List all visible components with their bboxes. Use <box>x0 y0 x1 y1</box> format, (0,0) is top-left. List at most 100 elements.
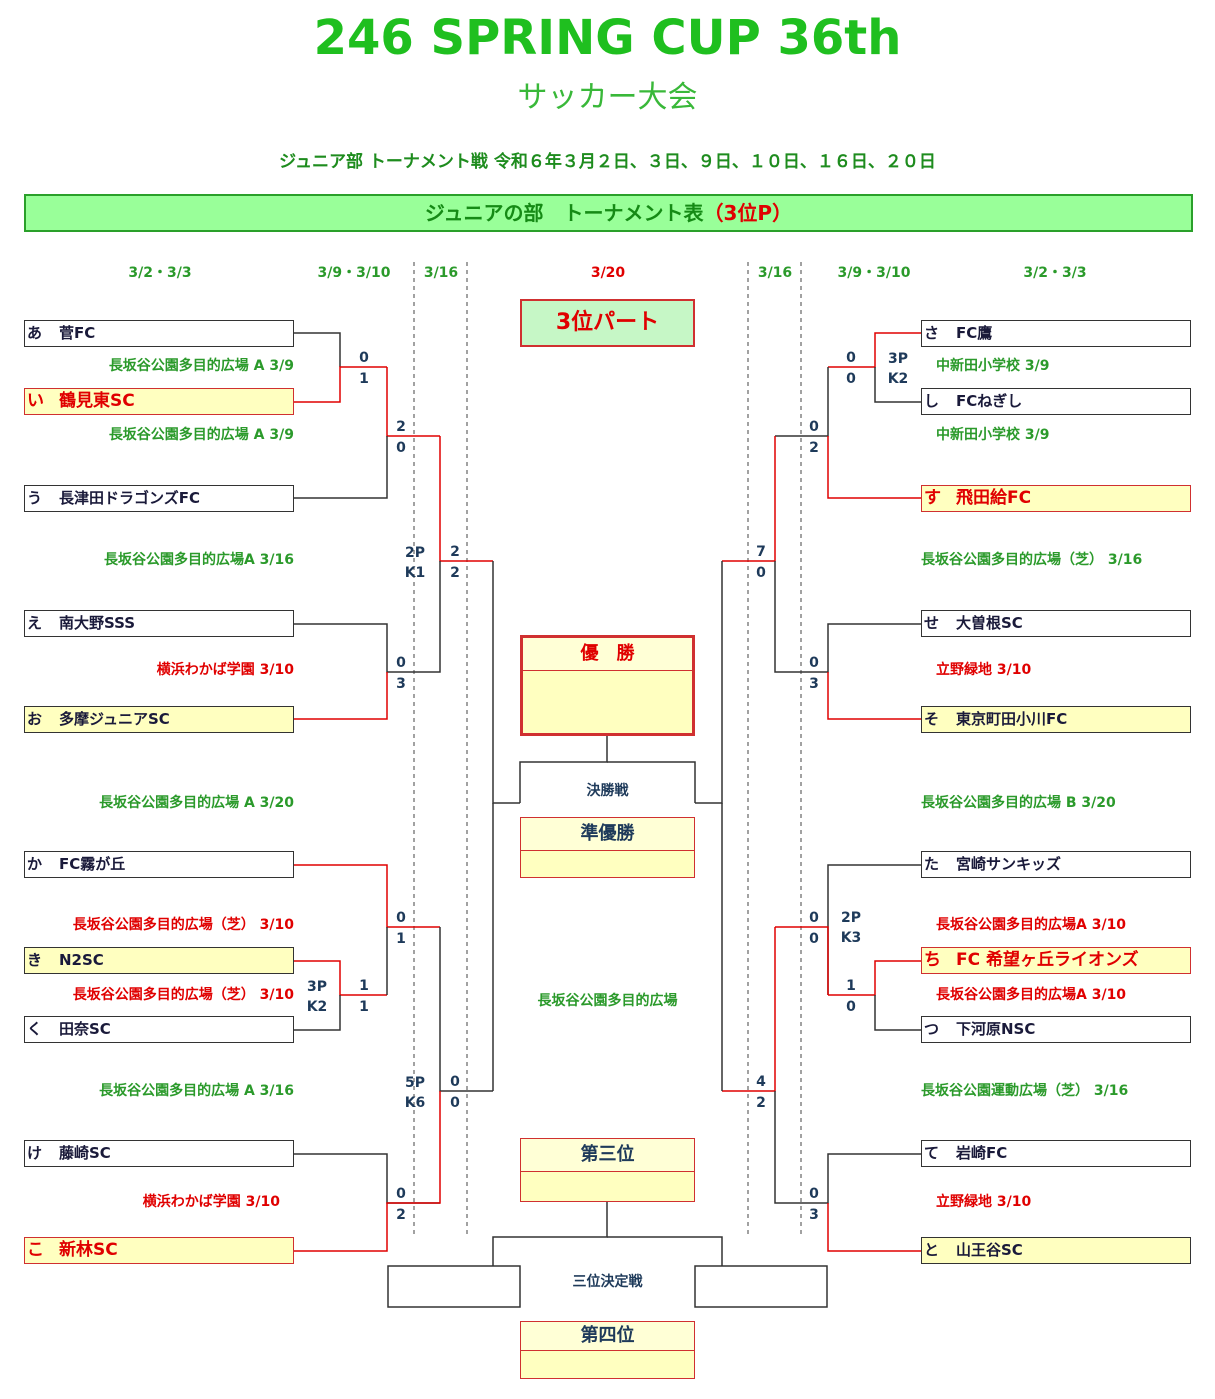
pk-result: K1 <box>404 565 426 581</box>
venue-left: 長坂谷公園多目的広場 A 3/9 <box>108 427 294 443</box>
pk-result: K2 <box>306 999 328 1015</box>
score: 7 <box>756 544 766 560</box>
round-header-left-r1: 3/2・3/3 <box>128 265 192 281</box>
round-header-left-r2: 3/9・3/10 <box>317 265 391 281</box>
score: 0 <box>809 910 819 926</box>
score: 0 <box>846 350 856 366</box>
runner-up-label: 準優勝 <box>521 818 694 851</box>
score: 4 <box>756 1074 766 1090</box>
score: 0 <box>809 1186 819 1202</box>
team-right-so: そ東京町田小川FC <box>921 706 1191 733</box>
team-right-te: て岩崎FC <box>921 1140 1191 1167</box>
score: 0 <box>396 910 406 926</box>
third-place-match-label: 三位決定戦 <box>572 1274 643 1290</box>
pk-result: 3P <box>306 979 327 995</box>
team-right-ta: た宮崎サンキッズ <box>921 851 1191 878</box>
round-header-right-r2: 3/9・3/10 <box>837 265 911 281</box>
venue-left: 横浜わかば学園 3/10 <box>156 662 294 678</box>
score: 0 <box>846 371 856 387</box>
score: 0 <box>450 1095 460 1111</box>
score: 0 <box>756 565 766 581</box>
score: 0 <box>809 419 819 435</box>
venue-right: 長坂谷公園多目的広場 B 3/20 <box>921 795 1116 811</box>
center-venue: 長坂谷公園多目的広場 <box>537 993 678 1009</box>
team-left-i: い鶴見東SC <box>24 388 294 415</box>
team-left-u: う長津田ドラゴンズFC <box>24 485 294 512</box>
score: 1 <box>846 978 856 994</box>
venue-right: 長坂谷公園多目的広場（芝） 3/16 <box>921 552 1143 568</box>
score: 0 <box>359 350 369 366</box>
pk-result: 5P <box>404 1075 425 1091</box>
score: 0 <box>450 1074 460 1090</box>
champion-label: 優 勝 <box>523 638 692 671</box>
venue-left: 長坂谷公園多目的広場（芝） 3/10 <box>72 987 294 1003</box>
final-label: 決勝戦 <box>586 783 629 799</box>
team-left-o: お多摩ジュニアSC <box>24 706 294 733</box>
venue-left: 長坂谷公園多目的広場（芝） 3/10 <box>72 917 294 933</box>
round-header-left-r3: 3/16 <box>423 265 459 281</box>
score: 2 <box>450 565 460 581</box>
pk-result: 2P <box>404 545 425 561</box>
score: 2 <box>450 544 460 560</box>
score: 1 <box>359 371 369 387</box>
venue-left: 横浜わかば学園 3/10 <box>142 1194 280 1210</box>
part-label: 3位パート <box>520 299 695 347</box>
banner-main-text: ジュニアの部 トーナメント表 <box>424 201 704 225</box>
pk-result: K6 <box>404 1095 426 1111</box>
pk-result: K3 <box>840 930 862 946</box>
score: 3 <box>809 1207 819 1223</box>
banner-red-text: （3位P） <box>703 201 793 225</box>
page-title: 246 SPRING CUP 36th <box>313 10 902 66</box>
champion-box: 優 勝 <box>520 635 695 736</box>
score: 0 <box>846 999 856 1015</box>
schedule-line: ジュニア部 トーナメント戦 令和６年３月２日、３日、９日、１０日、１６日、２０日 <box>279 152 936 172</box>
venue-right: 長坂谷公園運動広場（芝） 3/16 <box>921 1083 1129 1099</box>
pk-result: K2 <box>887 371 909 387</box>
score: 2 <box>809 440 819 456</box>
venue-left: 長坂谷公園多目的広場A 3/16 <box>103 552 294 568</box>
score: 2 <box>756 1095 766 1111</box>
venue-right: 長坂谷公園多目的広場A 3/10 <box>936 987 1127 1003</box>
venue-right: 長坂谷公園多目的広場A 3/10 <box>936 917 1127 933</box>
team-left-e: え南大野SSS <box>24 610 294 637</box>
team-left-ko: こ新林SC <box>24 1237 294 1264</box>
third-label: 第三位 <box>521 1139 694 1172</box>
venue-right: 立野緑地 3/10 <box>936 662 1032 678</box>
fourth-label: 第四位 <box>521 1322 694 1351</box>
fourth-box: 第四位 <box>520 1321 695 1379</box>
bracket-banner: ジュニアの部 トーナメント表（3位P） <box>24 194 1193 232</box>
score: 1 <box>396 931 406 947</box>
score: 0 <box>809 655 819 671</box>
page-subtitle: サッカー大会 <box>517 80 698 115</box>
pk-result: 3P <box>887 351 908 367</box>
venue-left: 長坂谷公園多目的広場 A 3/9 <box>108 358 294 374</box>
score: 1 <box>359 978 369 994</box>
venue-right: 中新田小学校 3/9 <box>936 427 1050 443</box>
round-header-final: 3/20 <box>590 265 626 281</box>
round-header-right-r3: 3/16 <box>757 265 793 281</box>
third-box: 第三位 <box>520 1138 695 1202</box>
score: 1 <box>359 999 369 1015</box>
team-left-ku: く田奈SC <box>24 1016 294 1043</box>
runner-up-box: 準優勝 <box>520 817 695 878</box>
round-header-right-r1: 3/2・3/3 <box>1023 265 1087 281</box>
team-left-a: あ菅FC <box>24 320 294 347</box>
team-right-su: す飛田給FC <box>921 485 1191 512</box>
score: 0 <box>396 1186 406 1202</box>
team-left-ke: け藤崎SC <box>24 1140 294 1167</box>
score: 0 <box>809 931 819 947</box>
score: 0 <box>396 440 406 456</box>
score: 3 <box>809 676 819 692</box>
team-right-se: せ大曽根SC <box>921 610 1191 637</box>
team-right-tsu: つ下河原NSC <box>921 1016 1191 1043</box>
score: 2 <box>396 1207 406 1223</box>
venue-right: 立野緑地 3/10 <box>936 1194 1032 1210</box>
score: 0 <box>396 655 406 671</box>
venue-left: 長坂谷公園多目的広場 A 3/16 <box>99 1083 294 1099</box>
